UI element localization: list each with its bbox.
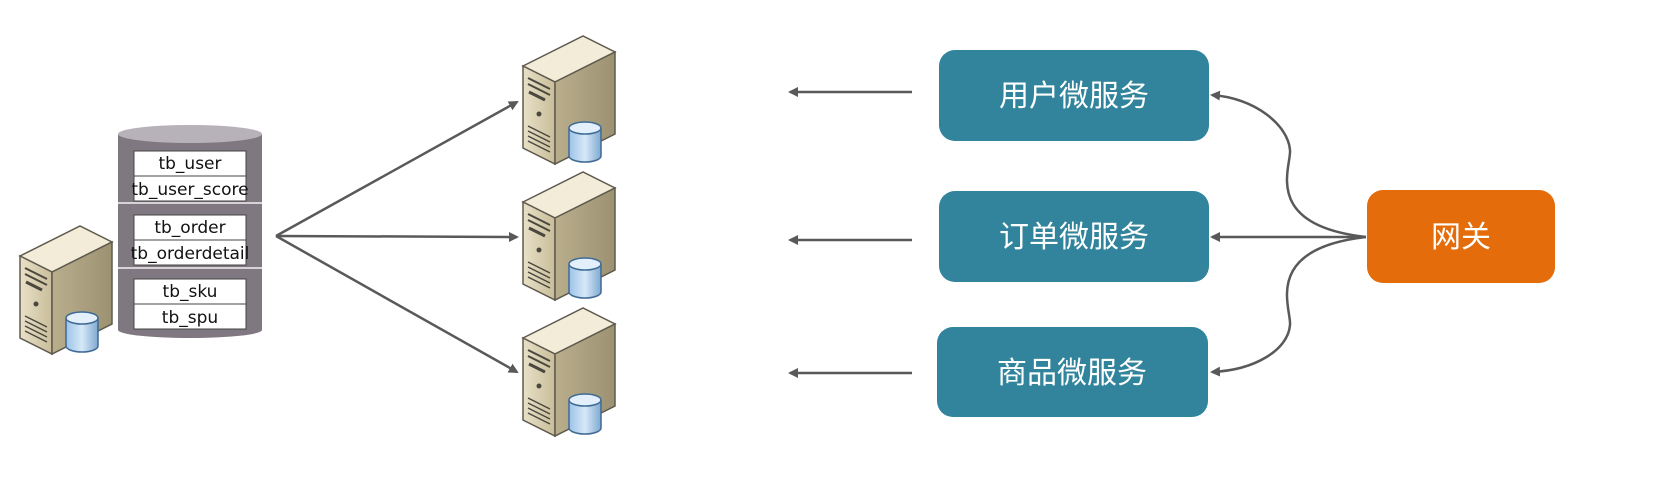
table-label: tb_user [158, 154, 221, 174]
table-label: tb_spu [162, 308, 218, 328]
database-cylinder: tb_user tb_user_score tb_order tb_orderd… [118, 125, 262, 338]
service-server-icon [521, 34, 617, 166]
db-server-icon [18, 224, 114, 356]
arrow-gateway-to-user-service [1210, 90, 1367, 239]
arrow-db-to-server-1 [275, 100, 519, 238]
table-label: tb_sku [163, 282, 218, 302]
gateway-box[interactable]: 网关 [1367, 190, 1555, 283]
gateway-label: 网关 [1431, 220, 1491, 255]
service-server-icon [521, 170, 617, 302]
service-box-user[interactable]: 用户微服务 [939, 50, 1209, 141]
service-label: 商品微服务 [997, 356, 1147, 391]
service-box-product[interactable]: 商品微服务 [937, 327, 1208, 417]
arrow-gateway-to-product-service [1210, 235, 1367, 377]
table-label: tb_order [154, 218, 225, 238]
table-label: tb_orderdetail [131, 244, 250, 264]
arrow-db-to-server-2 [275, 231, 519, 242]
service-server-icon [521, 306, 617, 438]
service-label: 订单微服务 [999, 220, 1149, 255]
arrow-db-to-server-3 [275, 234, 519, 374]
table-label: tb_user_score [131, 180, 248, 200]
service-box-order[interactable]: 订单微服务 [939, 191, 1209, 282]
service-label: 用户微服务 [999, 79, 1149, 114]
